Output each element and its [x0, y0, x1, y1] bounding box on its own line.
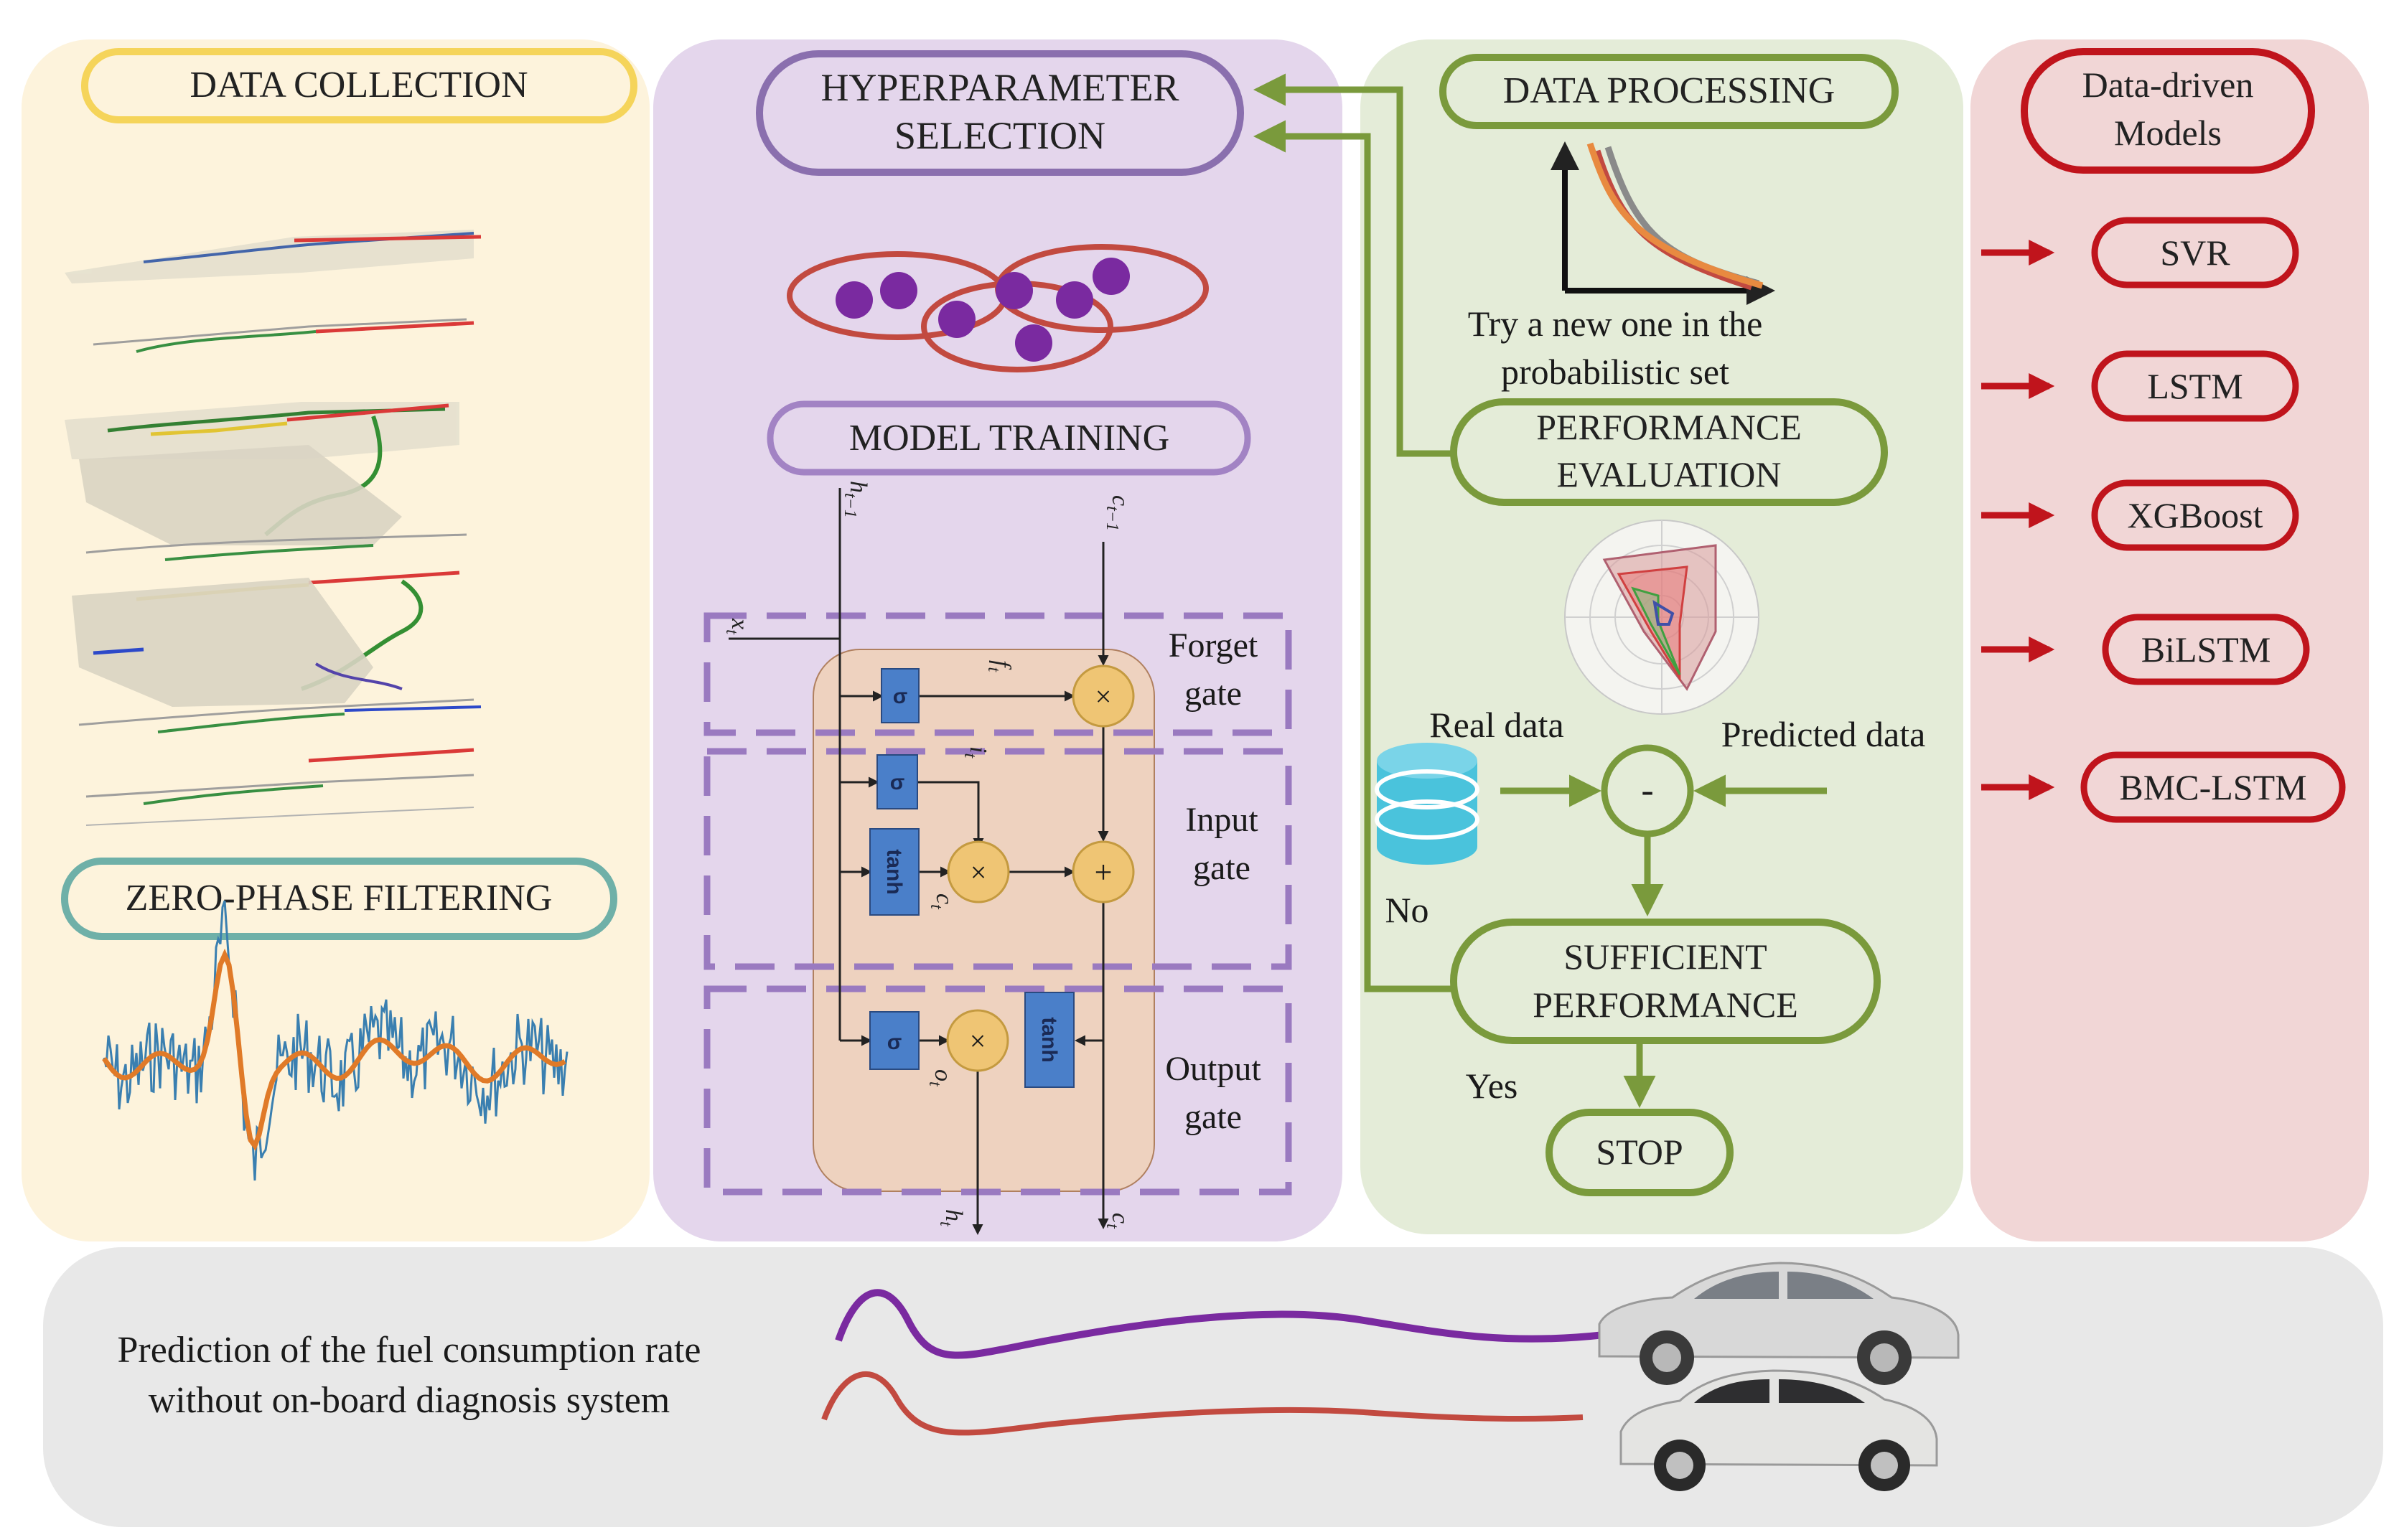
- purple-signal-line: [835, 1289, 1605, 1359]
- model-pill-2: [2091, 479, 2299, 551]
- output-sigma-label: σ: [887, 1030, 902, 1054]
- o-gate-label: ot: [925, 1069, 956, 1087]
- model-label-2: XGBoost: [2128, 495, 2263, 535]
- model-pill-4: [2080, 751, 2346, 823]
- output-tanh-box: [1024, 992, 1075, 1088]
- hyperparameter-title-line1: HYPERPARAMETER: [820, 66, 1179, 109]
- output-tanh-label: tanh: [1037, 1017, 1061, 1062]
- input-gate-region: [703, 748, 1292, 970]
- radar-chart-icon: [1564, 520, 1759, 715]
- stop-label: STOP: [1596, 1132, 1683, 1172]
- output-multiply-sign: ×: [970, 1025, 986, 1057]
- data-processing-pill: DATA PROCESSING: [1439, 54, 1899, 129]
- model-label-1: LSTM: [2147, 366, 2243, 406]
- output-gate-region: [703, 985, 1292, 1196]
- forget-multiply-sign: ×: [1095, 680, 1112, 713]
- output-gate-label-line2: gate: [1184, 1098, 1242, 1136]
- no-label: No: [1385, 890, 1428, 930]
- predicted-data-label: Predicted data: [1721, 714, 1926, 754]
- c-out-label: ct: [1103, 1213, 1133, 1229]
- data-processing-title: DATA PROCESSING: [1503, 70, 1836, 111]
- input-sigma-label: σ: [890, 771, 905, 794]
- try-new-line2: probabilistic set: [1501, 352, 1729, 392]
- sufficient-performance-line2: PERFORMANCE: [1533, 985, 1798, 1025]
- zero-phase-filtering-title: ZERO-PHASE FILTERING: [126, 878, 553, 919]
- model-training-pill: MODEL TRAINING: [767, 400, 1251, 476]
- forget-sigma-box: [881, 668, 920, 723]
- input-multiply-sign: ×: [971, 856, 987, 888]
- try-new-line1: Try a new one in the: [1468, 304, 1763, 344]
- arrow-no-to-hyperparameter: [1253, 120, 1454, 992]
- suv-car-icon: [1619, 1369, 1938, 1491]
- i-gate-label: it: [960, 746, 991, 759]
- stop-pill: STOP: [1545, 1109, 1734, 1196]
- model-pill-1: [2091, 350, 2299, 422]
- forget-gate-region: [703, 612, 1292, 736]
- forget-sigma-label: σ: [893, 685, 908, 708]
- forget-gate-label-line1: Forget: [1169, 626, 1258, 665]
- sedan-car-icon: [1598, 1262, 1960, 1385]
- noisy-signal-icon: [102, 900, 569, 1181]
- bottom-caption-line1: Prediction of the fuel consumption rate: [117, 1330, 701, 1371]
- hyperparameter-selection-pill: HYPERPARAMETER SELECTION: [756, 50, 1244, 176]
- input-gate-label-line2: gate: [1193, 849, 1250, 887]
- sufficient-performance-line1: SUFFICIENT: [1563, 936, 1767, 977]
- data-driven-models-pill: Data-driven Models: [2021, 48, 2315, 174]
- h-out-label: ht: [936, 1209, 967, 1227]
- h-prev-label: ht−1: [841, 481, 871, 518]
- decay-curves-icon: [1551, 141, 1775, 305]
- x-input-label: xt: [722, 618, 753, 635]
- output-sigma-box: [869, 1011, 920, 1070]
- bottom-caption-line2: without on-board diagnosis system: [149, 1380, 670, 1421]
- models-title-line2: Models: [2114, 113, 2222, 153]
- input-tanh-label: tanh: [882, 849, 906, 894]
- model-training-title: MODEL TRAINING: [849, 418, 1169, 459]
- yes-label: Yes: [1466, 1066, 1518, 1106]
- c-tilde-label: ct: [927, 893, 958, 910]
- database-icon: [1375, 743, 1479, 865]
- difference-sign: -: [1641, 770, 1653, 811]
- c-prev-label: ct−1: [1103, 495, 1133, 531]
- cell-add-sign: +: [1095, 855, 1113, 890]
- performance-evaluation-line1: PERFORMANCE: [1536, 407, 1802, 447]
- panel-data-driven-models: [1970, 39, 2369, 1241]
- cluster-ellipses-icon: [787, 244, 1209, 372]
- data-collection-pill: DATA COLLECTION: [81, 48, 637, 123]
- model-label-3: BiLSTM: [2141, 629, 2271, 670]
- input-tanh-box: [869, 828, 920, 916]
- hyperparameter-title-line2: SELECTION: [894, 114, 1105, 157]
- sufficient-performance-pill: SUFFICIENT PERFORMANCE: [1450, 919, 1881, 1044]
- forget-gate-label-line2: gate: [1184, 675, 1242, 713]
- data-collection-title: DATA COLLECTION: [190, 65, 528, 105]
- layered-road-map-icon: [65, 230, 482, 826]
- output-gate-label-line1: Output: [1165, 1050, 1261, 1088]
- input-sigma-box: [876, 754, 918, 809]
- real-data-label: Real data: [1429, 705, 1563, 745]
- model-label-4: BMC-LSTM: [2119, 767, 2306, 807]
- forget-multiply-node: [1072, 665, 1135, 728]
- model-pill-3: [2102, 614, 2310, 685]
- lstm-cell-diagram: σ σ tanh σ tanh × × + × ht−1 ct−1 xt ft …: [703, 481, 1292, 1235]
- model-label-0: SVR: [2160, 233, 2230, 273]
- models-title-line1: Data-driven: [2082, 65, 2254, 105]
- red-signal-line: [821, 1371, 1584, 1436]
- cell-add-node: [1072, 840, 1135, 903]
- arrow-try-to-hyperparameter: [1253, 73, 1454, 457]
- input-multiply-node: [947, 840, 1010, 903]
- model-pill-0: [2091, 217, 2299, 288]
- performance-evaluation-line2: EVALUATION: [1557, 454, 1782, 494]
- output-multiply-node: [946, 1009, 1009, 1072]
- performance-evaluation-pill: PERFORMANCE EVALUATION: [1450, 398, 1888, 506]
- zero-phase-filtering-pill: ZERO-PHASE FILTERING: [61, 858, 617, 940]
- input-gate-label-line1: Input: [1185, 801, 1258, 839]
